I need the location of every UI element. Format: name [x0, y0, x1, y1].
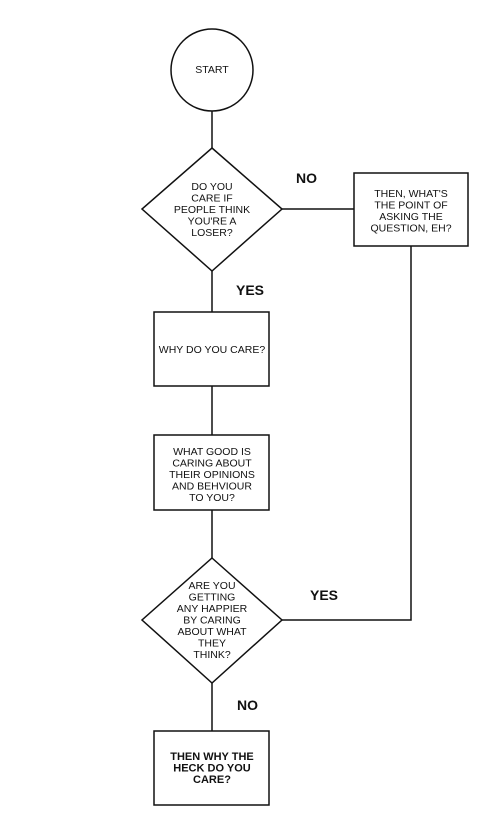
node-text-line: THINK?	[193, 649, 231, 661]
start-text: START	[195, 64, 229, 76]
node-text-line: THEN, WHAT'S	[374, 188, 448, 200]
node-text-line: ARE YOU	[188, 580, 235, 592]
node-text-line: ASKING THE	[379, 211, 442, 223]
node-text-line: THE POINT OF	[374, 200, 447, 212]
node-text-line: THEIR OPINIONS	[169, 469, 255, 481]
node-text-line: TO YOU?	[189, 492, 235, 504]
node-text-line: AND BEHVIOUR	[172, 481, 252, 493]
node-text-line: HECK DO YOU	[173, 763, 250, 775]
node-text-line: DO YOU	[191, 181, 232, 193]
node-text-line: YOU'RE A	[188, 216, 237, 228]
node-text-line: WHY DO YOU CARE?	[159, 344, 266, 356]
connector-point-to-q2	[282, 246, 412, 621]
node-text-line: QUESTION, EH?	[370, 223, 451, 235]
node-text-line: GETTING	[189, 592, 236, 604]
process-why-care: WHY DO YOU CARE?	[153, 311, 270, 387]
node-text-line: CARE IF	[191, 193, 232, 205]
edge-label-yes-bottom: YES	[310, 587, 338, 603]
start-node: START	[170, 28, 254, 112]
node-text-line: ABOUT WHAT	[177, 626, 247, 638]
node-text-line: BY CARING	[183, 615, 241, 627]
process-why-care-text: WHY DO YOU CARE?	[159, 344, 266, 356]
node-text-line: CARE?	[193, 774, 231, 786]
node-text-line: START	[195, 64, 229, 76]
edge-label-no-bottom: NO	[237, 697, 258, 713]
node-text-line: CARING ABOUT	[172, 458, 252, 470]
node-text-line: LOSER?	[191, 227, 233, 239]
edge-label-yes-top: YES	[236, 282, 264, 298]
node-text-line: PEOPLE THINK	[174, 204, 250, 216]
edge-label-no-top: NO	[296, 170, 317, 186]
node-text-line: ANY HAPPIER	[177, 603, 248, 615]
node-text-line: WHAT GOOD IS	[173, 446, 251, 458]
node-text-line: THEN WHY THE	[170, 751, 254, 763]
node-text-line: THEY	[198, 638, 226, 650]
